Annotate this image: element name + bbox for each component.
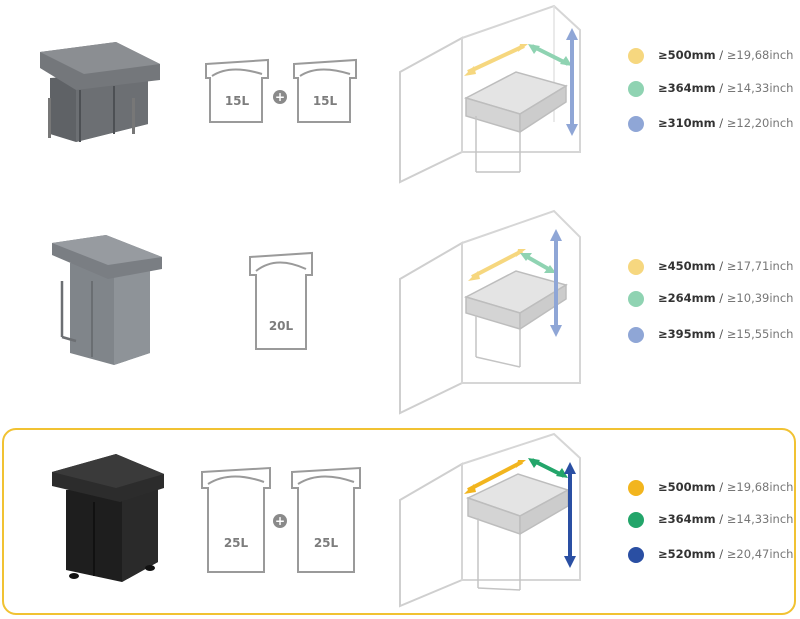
- dimension-mm: ≥264mm: [658, 291, 716, 305]
- dimension-inch: ≥17,71inch: [726, 259, 794, 273]
- dimension-mm: ≥310mm: [658, 116, 716, 130]
- product-row-3: 25L + 25L ≥500mm / ≥19,68inch: [0, 428, 800, 619]
- dimension-separator: /: [715, 547, 727, 561]
- green-dot-icon: [628, 512, 644, 528]
- legend-item-width: ≥364mm / ≥14,33inch: [628, 79, 798, 99]
- dimension-separator: /: [715, 480, 727, 494]
- plus-icon: +: [273, 90, 287, 104]
- dimension-separator: /: [715, 291, 727, 305]
- yellow-dot-icon: [628, 48, 644, 64]
- dimension-inch: ≥15,55inch: [726, 327, 794, 341]
- dimension-mm: ≥500mm: [658, 48, 716, 62]
- dimension-mm: ≥395mm: [658, 327, 716, 341]
- capacity-label: 15L: [312, 94, 338, 108]
- capacity-label: 20L: [268, 319, 294, 333]
- yellow-dot-icon: [628, 259, 644, 275]
- capacity-label: 15L: [224, 94, 250, 108]
- dimension-mm: ≥364mm: [658, 512, 716, 526]
- bin-product-image: [52, 235, 162, 365]
- dimension-mm: ≥500mm: [658, 480, 716, 494]
- legend-item-height: ≥395mm / ≥15,55inch: [628, 325, 798, 345]
- dimension-mm: ≥520mm: [658, 547, 716, 561]
- dimension-mm: ≥450mm: [658, 259, 716, 273]
- bucket-outline-icon: [249, 251, 313, 350]
- green-dot-icon: [628, 81, 644, 97]
- dimension-mm: ≥364mm: [658, 81, 716, 95]
- bucket-outline-icon: [205, 58, 269, 123]
- dimension-inch: ≥19,68inch: [726, 48, 794, 62]
- dimension-separator: /: [715, 48, 727, 62]
- dimension-inch: ≥20,47inch: [726, 547, 794, 561]
- dimension-inch: ≥12,20inch: [726, 116, 794, 130]
- bucket-single: 20L: [246, 249, 316, 353]
- dimension-separator: /: [715, 259, 727, 273]
- legend-item-depth: ≥450mm / ≥17,71inch: [628, 257, 798, 277]
- bucket-right: 25L: [288, 466, 364, 578]
- yellow-dot-icon: [628, 480, 644, 496]
- dimension-inch: ≥19,68inch: [726, 480, 794, 494]
- plus-icon: +: [273, 514, 287, 528]
- legend-item-depth: ≥500mm / ≥19,68inch: [628, 478, 798, 498]
- green-dot-icon: [628, 291, 644, 307]
- product-row-1: 15L + 15L ≥500mm / ≥19,68inch: [0, 0, 800, 200]
- bin-product-image: [40, 42, 160, 142]
- legend-item-height: ≥310mm / ≥12,20inch: [628, 114, 798, 134]
- legend-item-width: ≥264mm / ≥10,39inch: [628, 289, 798, 309]
- dimension-inch: ≥10,39inch: [726, 291, 794, 305]
- legend-item-height: ≥520mm / ≥20,47inch: [628, 545, 798, 565]
- bucket-right: 15L: [288, 56, 362, 126]
- bucket-outline-icon: [201, 466, 271, 573]
- dimension-inch: ≥14,33inch: [726, 512, 794, 526]
- legend-item-width: ≥364mm / ≥14,33inch: [628, 510, 798, 530]
- capacity-label: 25L: [223, 536, 249, 550]
- dimension-separator: /: [715, 81, 727, 95]
- bin-product-image: [52, 454, 164, 582]
- bucket-outline-icon: [293, 58, 357, 123]
- bucket-outline-icon: [291, 466, 361, 573]
- blue-dot-icon: [628, 547, 644, 563]
- cabinet-diagram: [399, 432, 581, 608]
- blue-dot-icon: [628, 327, 644, 343]
- cabinet-diagram: [399, 209, 581, 415]
- product-row-2: 20L ≥450mm / ≥17,71inch ≥264mm / ≥10,39i…: [0, 205, 800, 420]
- legend-item-depth: ≥500mm / ≥19,68inch: [628, 46, 798, 66]
- dimension-separator: /: [715, 512, 727, 526]
- dimension-inch: ≥14,33inch: [726, 81, 794, 95]
- blue-dot-icon: [628, 116, 644, 132]
- dimension-separator: /: [715, 116, 727, 130]
- capacity-label: 25L: [313, 536, 339, 550]
- dimension-separator: /: [715, 327, 727, 341]
- bucket-left: 25L: [198, 466, 274, 578]
- highlighted-option-frame: [2, 428, 796, 615]
- bucket-left: 15L: [200, 56, 274, 126]
- cabinet-diagram: [399, 4, 581, 184]
